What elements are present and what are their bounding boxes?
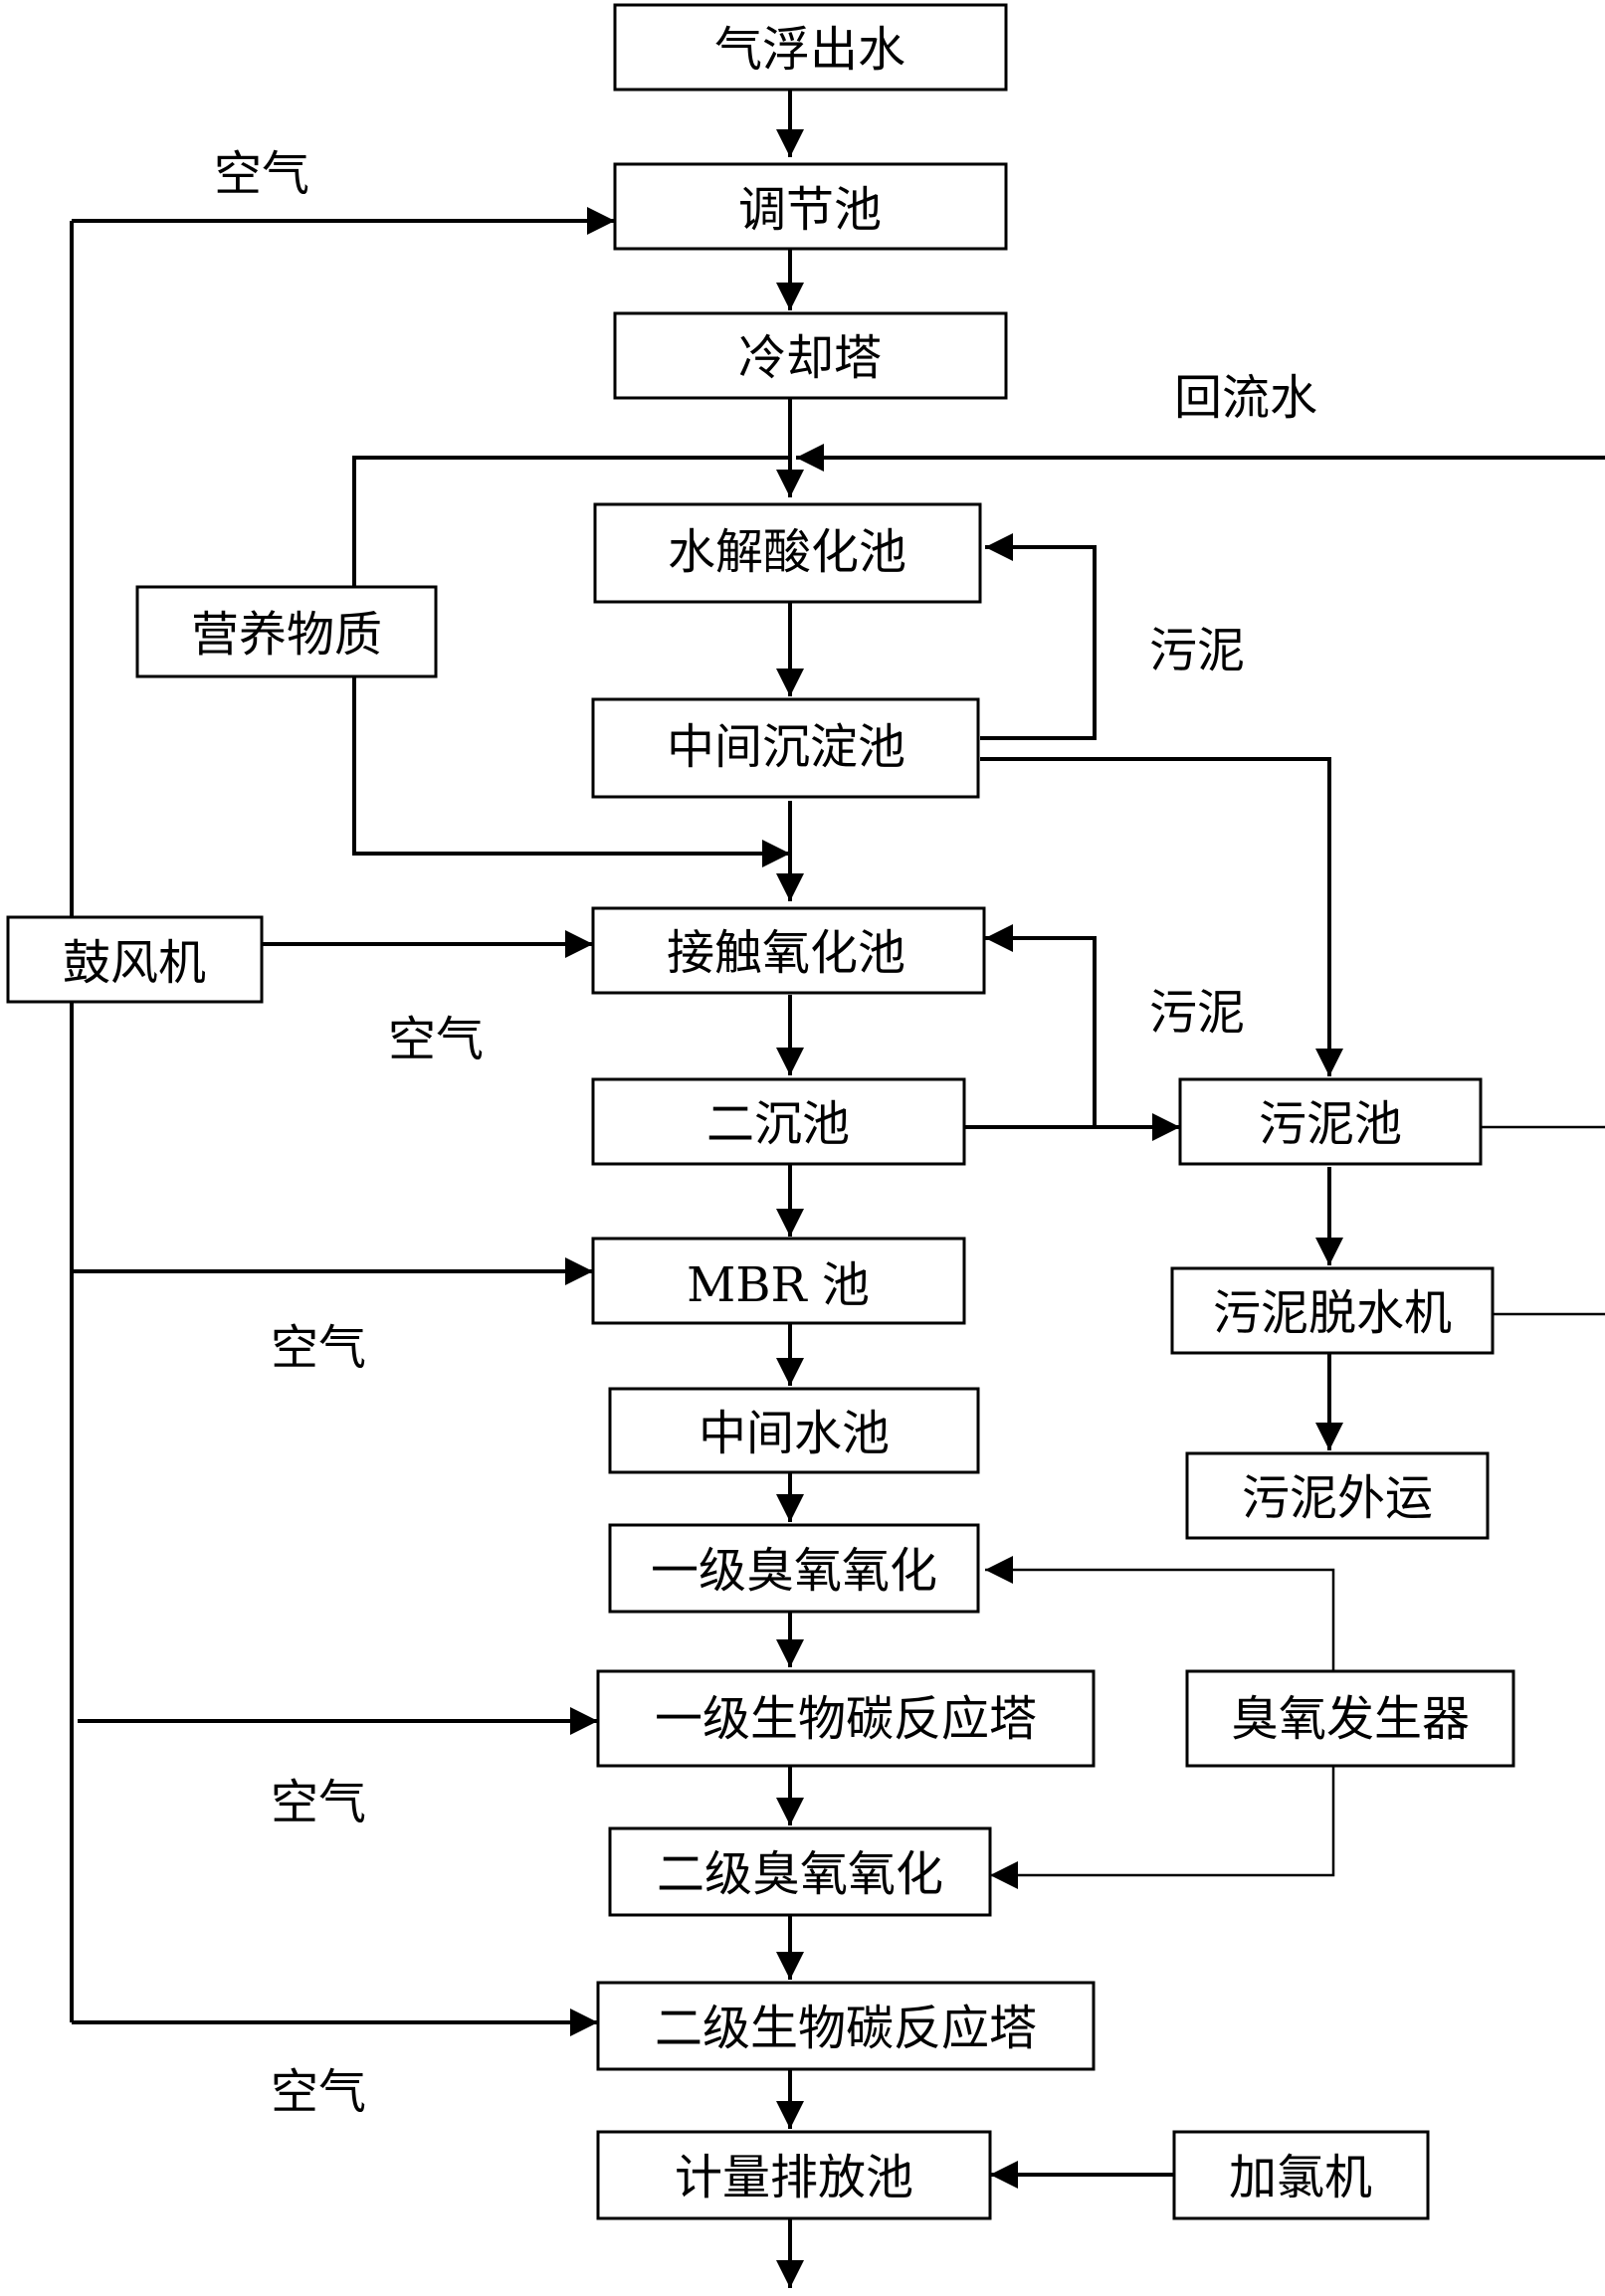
label-flotation-effluent: 气浮出水 bbox=[714, 22, 905, 78]
label-sludge-tank: 污泥池 bbox=[1259, 1096, 1402, 1152]
label-nutrients: 营养物质 bbox=[191, 607, 382, 663]
box-mbr-tank: MBR 池 bbox=[591, 1237, 966, 1325]
label-metering-discharge-tank: 计量排放池 bbox=[675, 2150, 913, 2205]
ozone-to-ozonation-2 bbox=[990, 1766, 1335, 1889]
box-cooling-tower: 冷却塔 bbox=[613, 311, 1008, 400]
nutrients-lines bbox=[352, 456, 790, 867]
box-sludge-tank: 污泥池 bbox=[1178, 1077, 1483, 1166]
label-sludge-dewatering-machine: 污泥脱水机 bbox=[1213, 1285, 1452, 1341]
box-ozone-generator: 臭氧发生器 bbox=[1185, 1669, 1515, 1768]
note-air-3: 空气 bbox=[271, 1320, 366, 1376]
label-hydrolysis-acidification-tank: 水解酸化池 bbox=[668, 524, 906, 580]
note-air-1: 空气 bbox=[214, 146, 309, 202]
ozone-to-ozonation-1 bbox=[985, 1556, 1335, 1681]
label-contact-oxidation-tank: 接触氧化池 bbox=[667, 925, 905, 981]
sludge-recycle-clarifier-to-contact bbox=[985, 924, 1097, 1127]
label-intermediate-water-tank: 中间水池 bbox=[699, 1406, 890, 1461]
note-return-water: 回流水 bbox=[1174, 370, 1317, 426]
nutrients-to-hydrolysis-line bbox=[352, 456, 790, 587]
sludge-lines bbox=[964, 533, 1605, 1450]
note-sludge-1: 污泥 bbox=[1149, 623, 1245, 678]
box-secondary-bio-carbon-tower: 二级生物碳反应塔 bbox=[596, 1981, 1096, 2071]
box-blower: 鼓风机 bbox=[6, 915, 264, 1004]
label-secondary-bio-carbon-tower: 二级生物碳反应塔 bbox=[655, 2001, 1037, 2056]
label-primary-bio-carbon-tower: 一级生物碳反应塔 bbox=[655, 1691, 1037, 1747]
box-primary-bio-carbon-tower: 一级生物碳反应塔 bbox=[596, 1669, 1096, 1768]
note-air-4: 空气 bbox=[271, 1775, 366, 1830]
box-intermediate-settling-tank: 中间沉淀池 bbox=[591, 697, 980, 799]
box-sludge-dewatering-machine: 污泥脱水机 bbox=[1170, 1266, 1495, 1355]
label-mbr-tank: MBR 池 bbox=[687, 1257, 870, 1313]
label-cooling-tower: 冷却塔 bbox=[738, 330, 882, 386]
box-sludge-haul-out: 污泥外运 bbox=[1185, 1451, 1490, 1540]
ozone-chlorine-lines bbox=[985, 1556, 1335, 2189]
sludge-recycle-settling-to-hydrolysis bbox=[980, 533, 1097, 740]
note-air-2: 空气 bbox=[388, 1012, 484, 1067]
box-intermediate-water-tank: 中间水池 bbox=[608, 1387, 980, 1474]
label-secondary-ozonation: 二级臭氧氧化 bbox=[657, 1846, 943, 1902]
note-sludge-2: 污泥 bbox=[1149, 985, 1245, 1041]
box-nutrients: 营养物质 bbox=[135, 585, 438, 678]
box-flotation-effluent: 气浮出水 bbox=[613, 3, 1008, 92]
box-metering-discharge-tank: 计量排放池 bbox=[596, 2130, 992, 2220]
label-blower: 鼓风机 bbox=[63, 935, 206, 991]
box-equalization-tank: 调节池 bbox=[613, 162, 1008, 251]
box-primary-ozonation: 一级臭氧氧化 bbox=[608, 1523, 980, 1614]
note-air-5: 空气 bbox=[271, 2064, 366, 2120]
nutrients-to-contact-line bbox=[352, 676, 790, 867]
box-hydrolysis-acidification-tank: 水解酸化池 bbox=[593, 502, 982, 604]
blower-air-lines bbox=[70, 207, 615, 2036]
label-secondary-clarifier: 二沉池 bbox=[706, 1096, 850, 1152]
label-primary-ozonation: 一级臭氧氧化 bbox=[651, 1543, 937, 1599]
label-ozone-generator: 臭氧发生器 bbox=[1231, 1691, 1470, 1747]
box-secondary-ozonation: 二级臭氧氧化 bbox=[608, 1826, 992, 1917]
label-equalization-tank: 调节池 bbox=[738, 182, 882, 238]
box-secondary-clarifier: 二沉池 bbox=[591, 1077, 966, 1166]
box-contact-oxidation-tank: 接触氧化池 bbox=[591, 906, 986, 995]
label-sludge-haul-out: 污泥外运 bbox=[1242, 1470, 1433, 1526]
sludge-settling-to-sludge-tank bbox=[980, 757, 1343, 1076]
label-chlorinator: 加氯机 bbox=[1229, 2150, 1372, 2205]
box-chlorinator: 加氯机 bbox=[1172, 2130, 1430, 2220]
label-intermediate-settling-tank: 中间沉淀池 bbox=[667, 719, 905, 775]
